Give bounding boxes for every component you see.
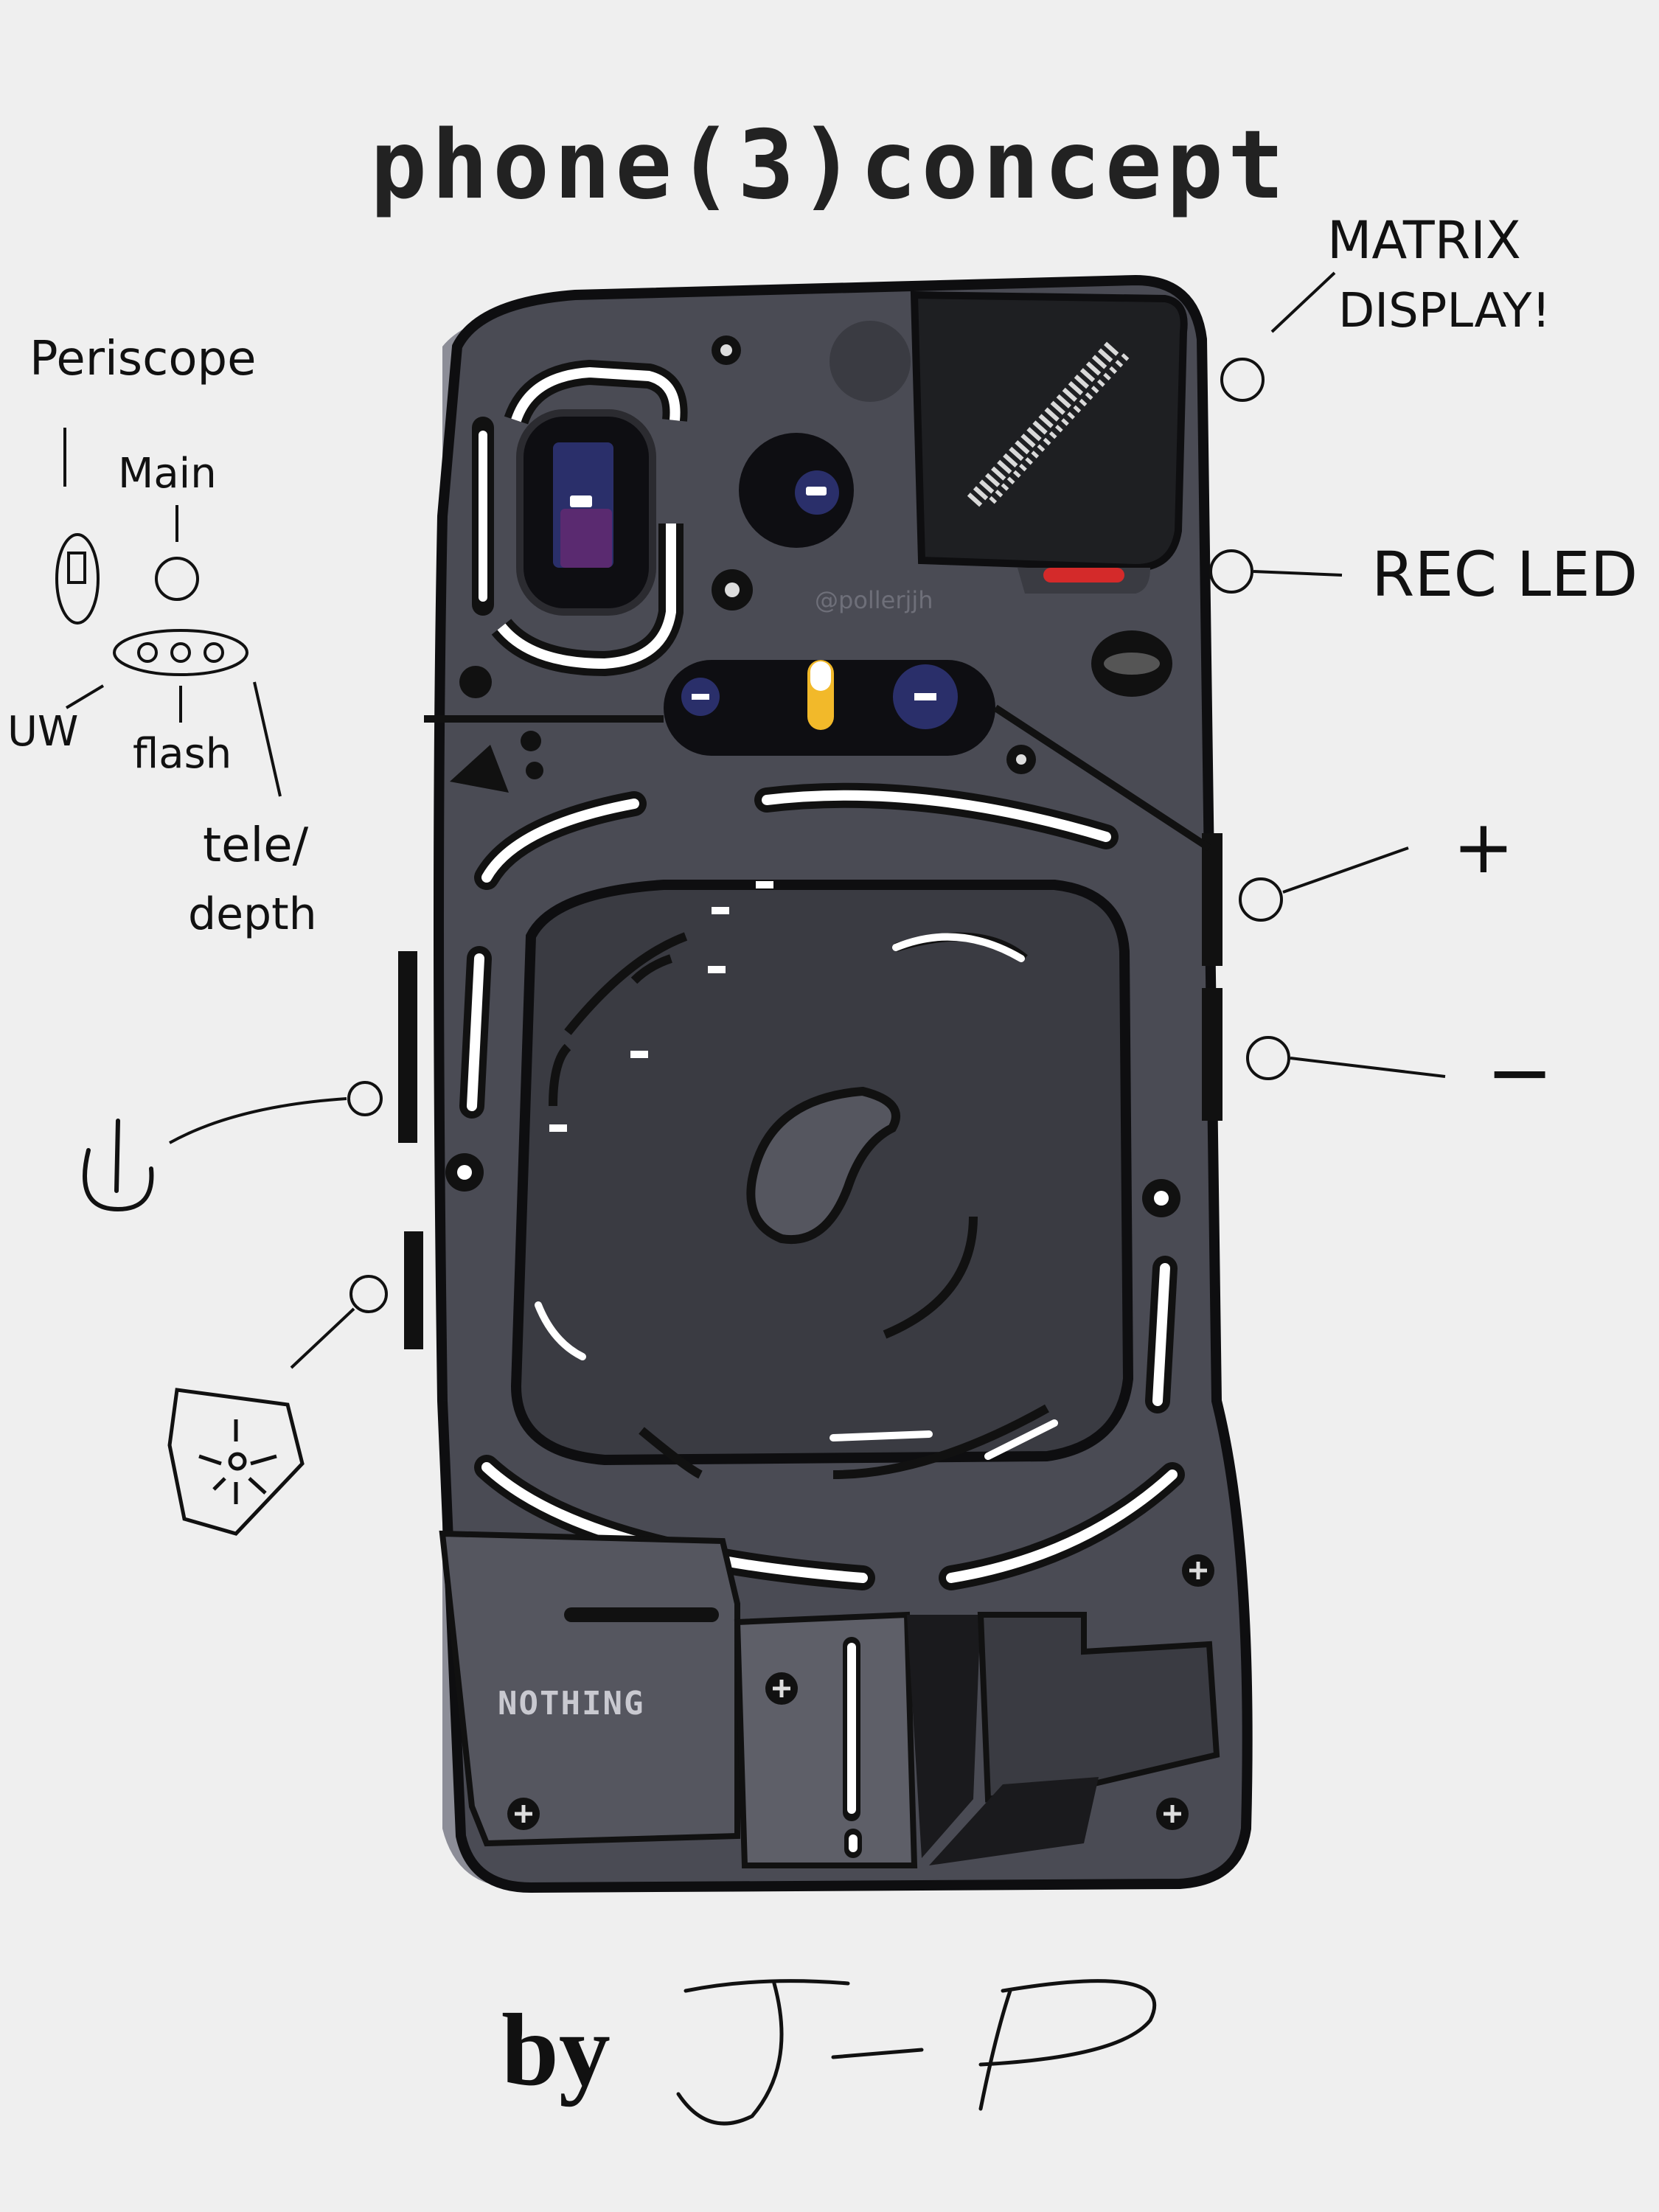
label-uw: UW bbox=[7, 708, 79, 756]
matrix-display bbox=[910, 291, 1188, 572]
watermark: @pollerjjh bbox=[815, 586, 933, 614]
label-tele: tele/ bbox=[203, 818, 309, 873]
label-flash: flash bbox=[133, 730, 232, 778]
brand-text: NOTHING bbox=[498, 1685, 644, 1722]
power-button[interactable] bbox=[398, 951, 417, 1143]
volume-down-button[interactable] bbox=[1202, 988, 1222, 1121]
rec-led bbox=[1043, 568, 1124, 582]
label-depth: depth bbox=[188, 888, 317, 940]
page-title: phone(3)concept bbox=[370, 111, 1289, 220]
label-periscope: Periscope bbox=[29, 332, 257, 386]
essential-key-icon bbox=[167, 1388, 305, 1536]
essential-key-button[interactable] bbox=[404, 1231, 423, 1349]
label-matrix: MATRIX bbox=[1327, 210, 1521, 271]
signature-drawing bbox=[676, 1979, 1157, 2126]
label-main: Main bbox=[118, 450, 217, 498]
byline: by bbox=[501, 1993, 611, 2107]
label-rec-led: REC LED bbox=[1371, 538, 1638, 611]
label-display: DISPLAY! bbox=[1338, 284, 1551, 338]
volume-up-button[interactable] bbox=[1202, 833, 1222, 966]
power-icon bbox=[83, 1119, 154, 1212]
label-volume-up: + bbox=[1453, 804, 1514, 890]
label-volume-down: − bbox=[1486, 1025, 1554, 1119]
